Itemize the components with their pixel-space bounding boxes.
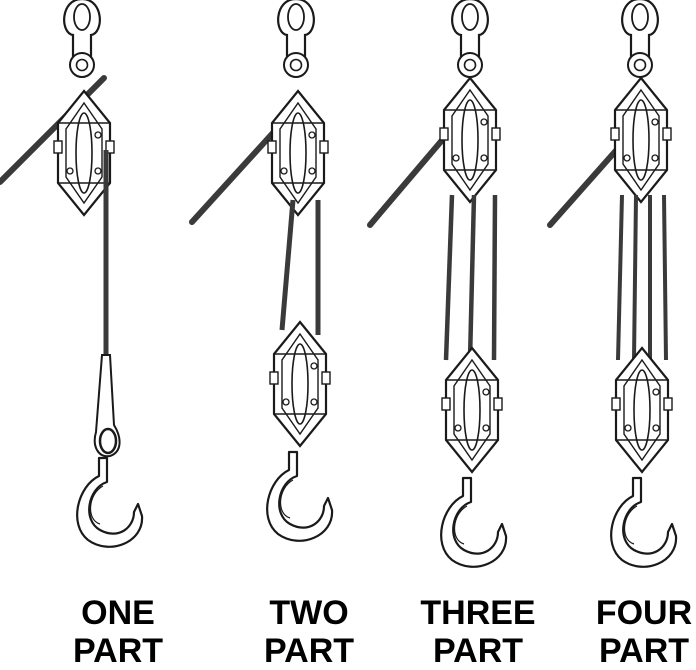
rope-fall (494, 195, 495, 360)
caption-line-2: PART (569, 632, 696, 670)
lifting-hook (267, 452, 332, 541)
top-pulley-block (268, 91, 328, 215)
three-part-rig (370, 0, 506, 567)
top-swivel-eye (278, 0, 314, 77)
caption-line-1: THREE (403, 594, 553, 632)
caption-line-2: PART (43, 632, 193, 670)
rope-eye-thimble (95, 355, 120, 456)
caption-four-part: FOUR PART (569, 594, 696, 670)
lifting-hook (77, 458, 142, 547)
top-swivel-eye (622, 0, 658, 77)
bottom-pulley-block (612, 348, 672, 472)
rope-fall (618, 195, 622, 360)
bottom-pulley-block (442, 348, 502, 472)
top-swivel-eye (64, 0, 100, 77)
top-pulley-block (440, 78, 500, 202)
top-pulley-block (611, 78, 671, 202)
rope-fall (664, 195, 666, 360)
rope-fall (470, 195, 474, 360)
one-part-rig (0, 0, 142, 547)
two-part-rig (192, 0, 332, 541)
lifting-hook (441, 478, 506, 567)
top-swivel-eye (452, 0, 488, 77)
caption-line-1: ONE (43, 594, 193, 632)
caption-two-part: TWO PART (234, 594, 384, 670)
bottom-pulley-block (270, 322, 330, 446)
rope-fall (634, 195, 636, 360)
caption-three-part: THREE PART (403, 594, 553, 670)
caption-line-2: PART (403, 632, 553, 670)
rope-fall (446, 195, 452, 360)
lifting-hook (611, 478, 676, 567)
rope-fall (282, 200, 293, 330)
caption-line-1: FOUR (569, 594, 696, 632)
caption-line-2: PART (234, 632, 384, 670)
four-part-rig (550, 0, 676, 567)
caption-line-1: TWO (234, 594, 384, 632)
caption-one-part: ONE PART (43, 594, 193, 670)
